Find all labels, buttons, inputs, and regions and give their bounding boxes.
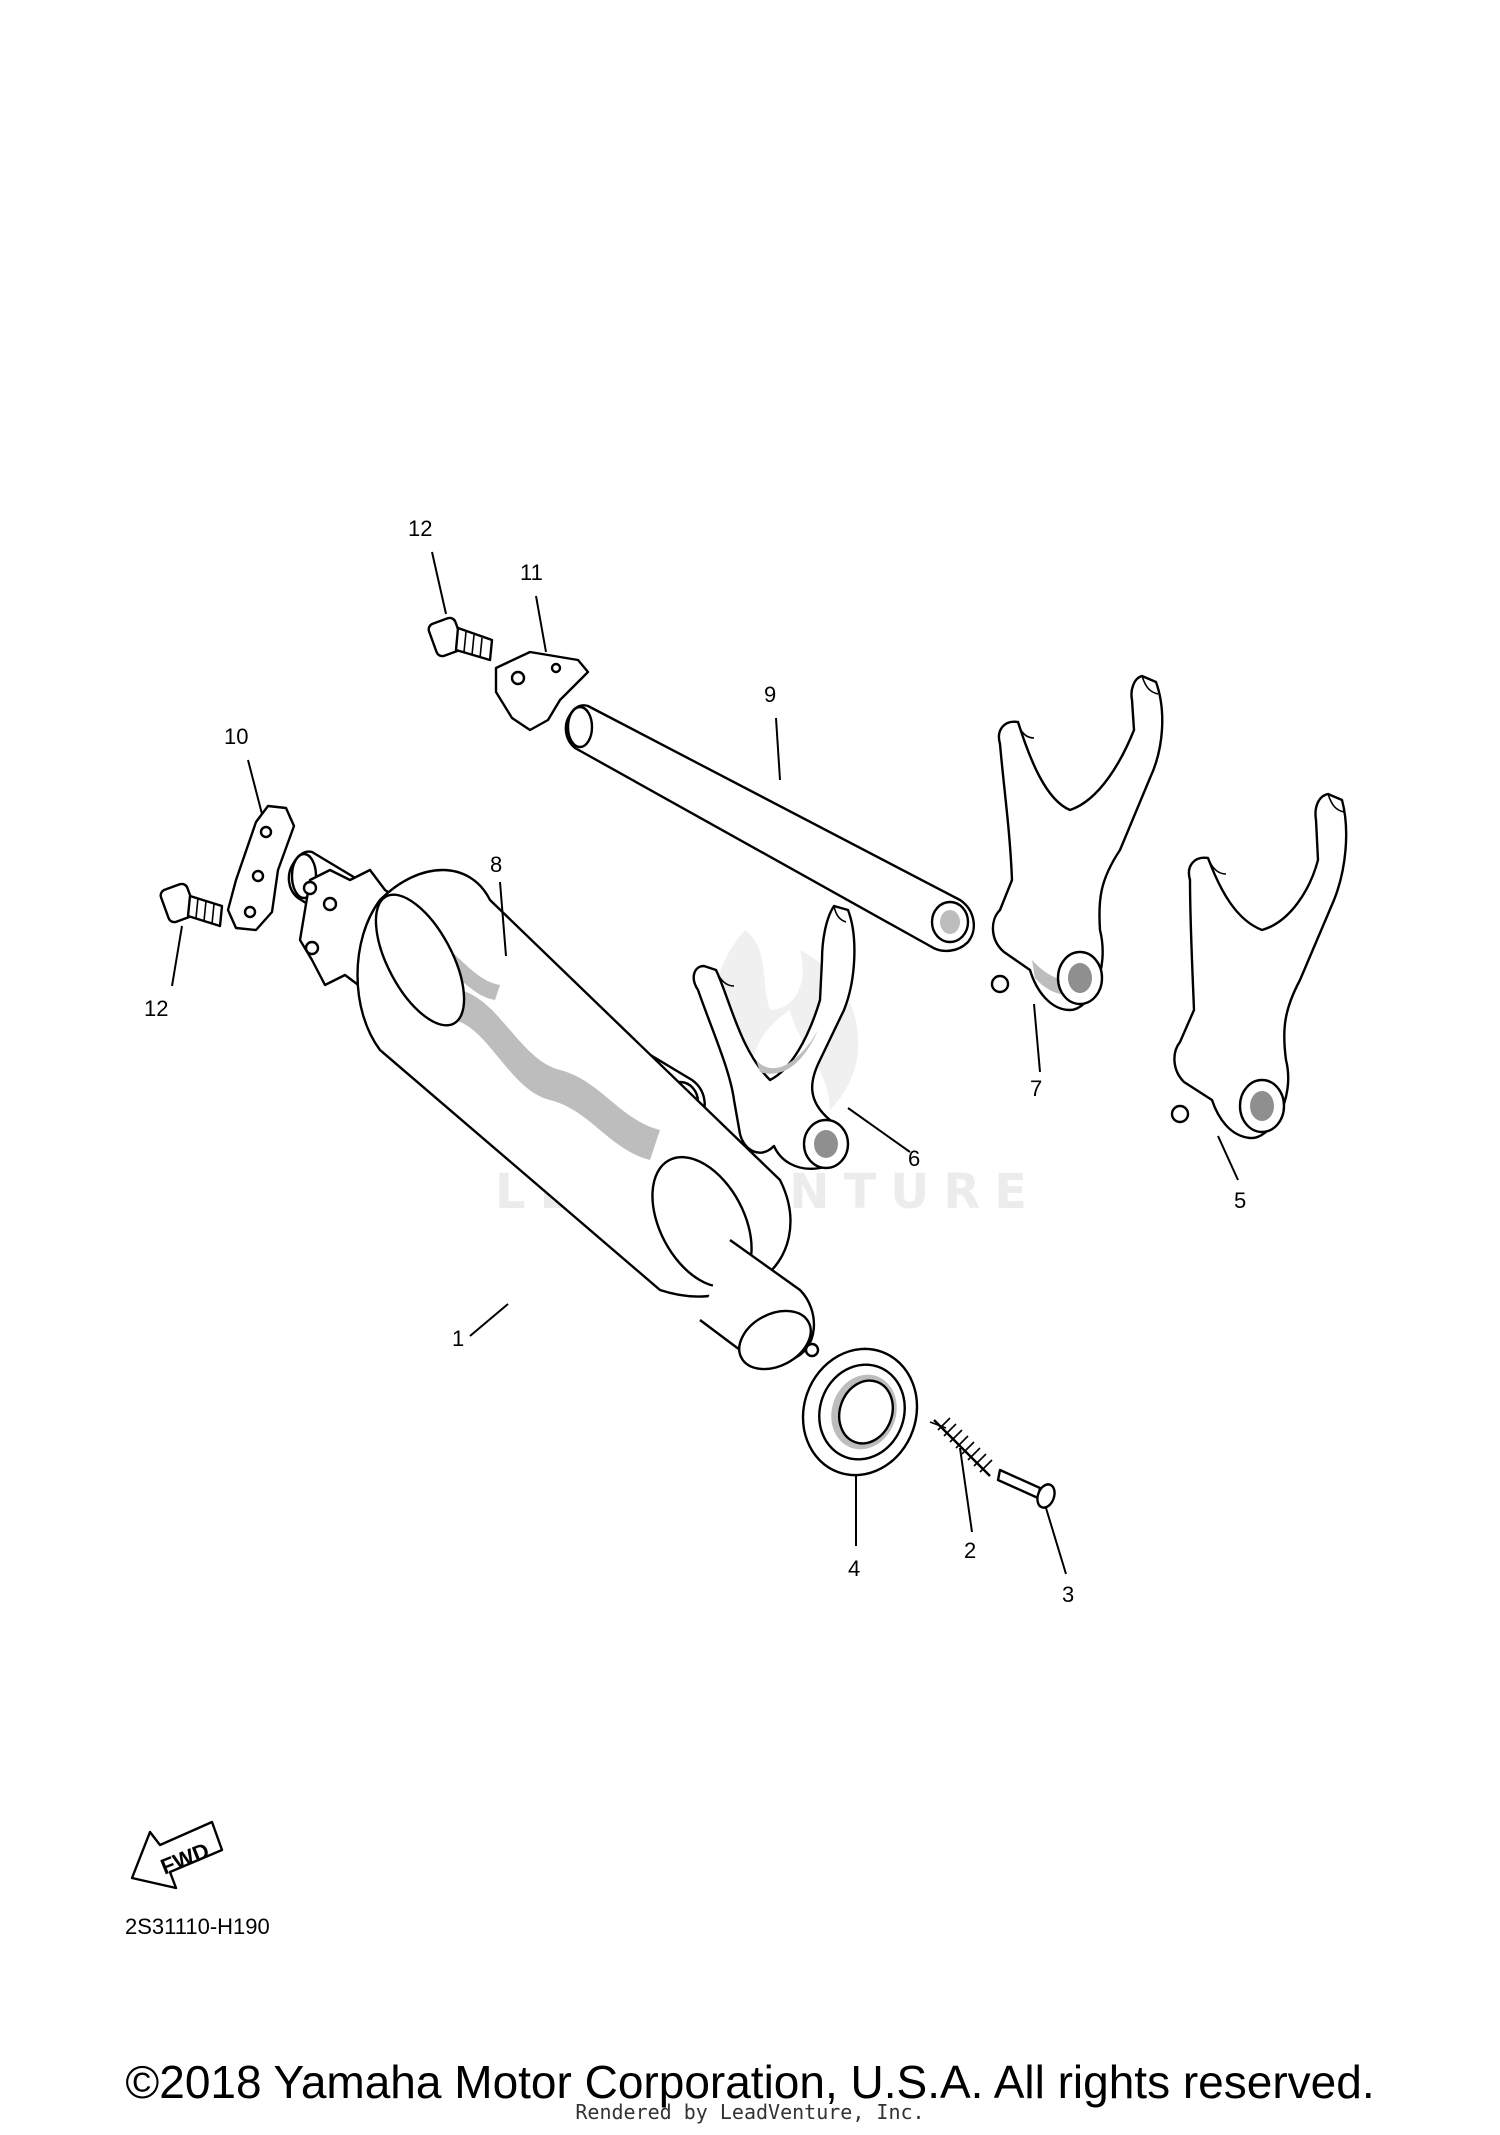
- callout-4: 4: [848, 1556, 860, 1581]
- part-12-screw-left[interactable]: [159, 882, 224, 928]
- part-2-spring[interactable]: [929, 1417, 993, 1477]
- callout-6: 6: [908, 1146, 920, 1171]
- leader-lines: [171, 551, 1239, 1575]
- callout-9: 9: [764, 682, 776, 707]
- callout-11: 11: [520, 560, 543, 585]
- fwd-arrow-icon: FWD: [130, 1820, 224, 1890]
- diagram-code: 2S31110-H190: [125, 1914, 270, 1939]
- callout-8: 8: [490, 852, 502, 877]
- part-7-shift-fork[interactable]: [990, 674, 1164, 1012]
- rendered-by-text: Rendered by LeadVenture, Inc.: [575, 2100, 925, 2124]
- part-3-pin[interactable]: [996, 1468, 1058, 1510]
- callout-10: 10: [224, 724, 248, 749]
- part-12-screw-top[interactable]: [427, 616, 494, 662]
- part-1-shift-drum[interactable]: [298, 868, 821, 1381]
- callouts: 12 11 9 10 8 12 6 7 5 1 4 2 3: [144, 516, 1246, 1607]
- callout-1: 1: [452, 1326, 464, 1351]
- callout-3: 3: [1062, 1582, 1074, 1607]
- part-6-shift-fork[interactable]: [692, 904, 856, 1170]
- part-4-bearing[interactable]: [785, 1333, 934, 1492]
- callout-12: 12: [144, 996, 168, 1021]
- part-5-shift-fork[interactable]: [1170, 792, 1348, 1140]
- callout-2: 2: [964, 1538, 976, 1563]
- callout-7: 7: [1030, 1076, 1042, 1101]
- copyright-text: ©2018 Yamaha Motor Corporation, U.S.A. A…: [125, 2056, 1375, 2108]
- part-10-plate[interactable]: [226, 804, 296, 932]
- part-9-shaft[interactable]: [564, 704, 976, 953]
- callout-12: 12: [408, 516, 432, 541]
- callout-5: 5: [1234, 1188, 1246, 1213]
- part-11-plate[interactable]: [494, 650, 590, 732]
